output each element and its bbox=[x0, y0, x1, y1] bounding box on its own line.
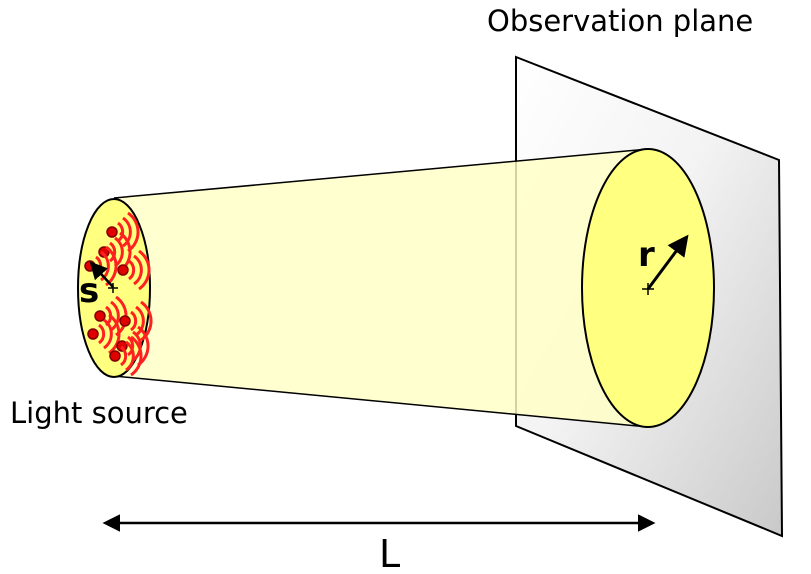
emitter-dot bbox=[88, 329, 98, 339]
emitter-dot bbox=[95, 311, 105, 321]
observation-plane-label: Observation plane bbox=[487, 4, 753, 38]
source-vector-label: s bbox=[79, 271, 99, 311]
emitter-dot bbox=[107, 227, 117, 237]
observation-vector-label: r bbox=[638, 235, 655, 275]
distance-label: L bbox=[379, 532, 400, 574]
emitter-dot bbox=[110, 351, 120, 361]
emitter-dot bbox=[118, 265, 128, 275]
emitter-dot bbox=[120, 316, 130, 326]
light-source-label: Light source bbox=[10, 396, 188, 430]
